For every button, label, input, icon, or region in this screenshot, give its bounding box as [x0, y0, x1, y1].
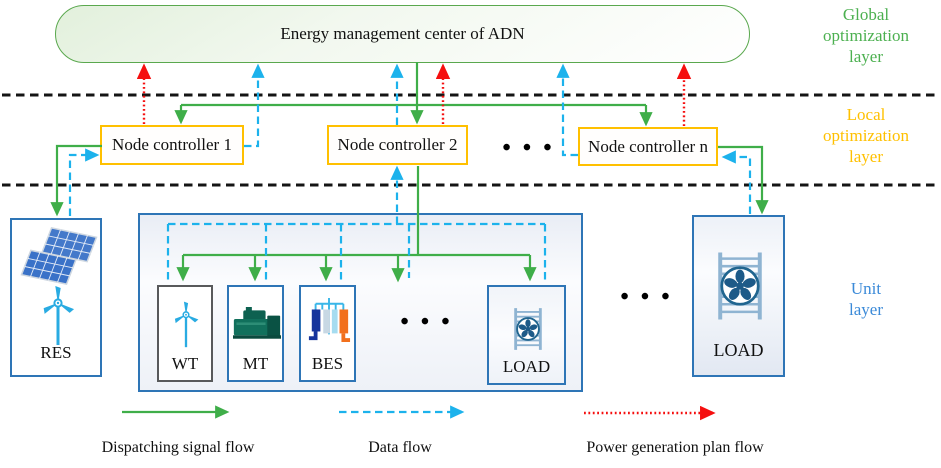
res-label: RES: [40, 343, 72, 362]
load-unit-box-right: LOAD: [692, 215, 785, 377]
node-controller-2-box: Node controller 2: [327, 125, 468, 165]
global-optimization-layer-label: Global optimization layer: [823, 5, 909, 66]
legend-data-label: Data flow: [368, 439, 432, 456]
wt-label: WT: [171, 354, 199, 373]
wt-unit-box: WT: [157, 285, 213, 382]
controller-row-ellipsis: • • •: [502, 135, 552, 161]
load-unit-box-inner: LOAD: [487, 285, 566, 385]
micro-turbine-generator-icon: [233, 307, 281, 339]
node-controller-n-box: Node controller n: [578, 127, 718, 166]
bes-unit-box: BES: [299, 285, 356, 382]
load-right-label: LOAD: [713, 340, 764, 360]
mt-label: MT: [242, 354, 269, 373]
legend-dispatch-label: Dispatching signal flow: [101, 439, 255, 456]
load-inner-label: LOAD: [502, 357, 551, 376]
local-optimization-layer-label: Local optimization layer: [823, 105, 909, 166]
unit-row-ellipsis-inner: • • •: [400, 309, 450, 335]
node-controller-1-label: Node controller 1: [112, 135, 232, 154]
res-unit-box: RES: [10, 218, 102, 377]
node-controller-n-label: Node controller n: [588, 136, 708, 156]
fan-radiator-load-icon: [514, 308, 542, 350]
node-controller-1-box: Node controller 1: [100, 125, 244, 165]
solar-panel-icon: [20, 227, 98, 285]
unit-row-ellipsis-outer: • • •: [620, 284, 670, 310]
wind-turbine-icon: [174, 301, 199, 348]
bes-label: BES: [311, 354, 344, 373]
wind-turbine-icon: [43, 286, 75, 345]
energy-management-center-box: Energy management center of ADN: [55, 5, 750, 63]
mt-unit-box: MT: [227, 285, 284, 382]
unit-layer-label: Unit layer: [849, 279, 883, 319]
legend-plan-label: Power generation plan flow: [586, 439, 764, 456]
node-2-units-group-box: WT MT BES: [138, 213, 583, 392]
node-controller-2-label: Node controller 2: [337, 135, 458, 154]
fan-radiator-load-icon: [718, 252, 762, 320]
battery-energy-storage-icon: [308, 298, 351, 342]
energy-management-center-label: Energy management center of ADN: [280, 24, 525, 43]
